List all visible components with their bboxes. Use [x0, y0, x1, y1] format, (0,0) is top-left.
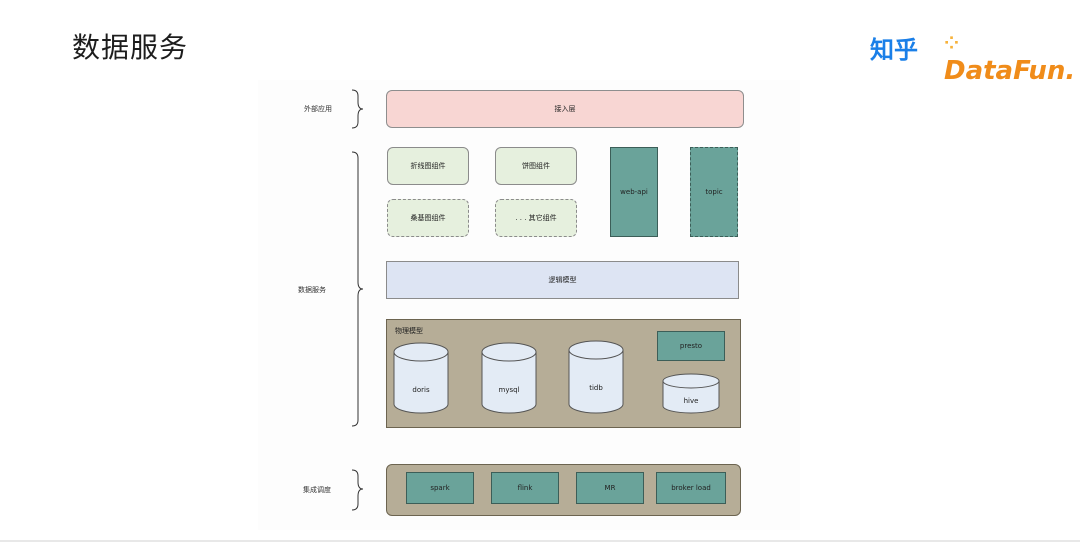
spark-job: spark — [406, 472, 474, 504]
datafun-logo-text: DataFun. — [944, 56, 1076, 86]
hive-label: hive — [683, 397, 699, 405]
topic-box: topic — [690, 147, 738, 237]
tidb-label: tidb — [589, 384, 603, 392]
bottom-divider — [0, 540, 1080, 542]
datafun-logo: ⁘DataFun. — [944, 26, 1080, 86]
external-brace — [351, 89, 364, 129]
access-layer-box: 接入层 — [386, 90, 744, 128]
layer-label-external: 外部应用 — [304, 105, 332, 113]
broker-load-job: broker load — [656, 472, 726, 504]
tidb-db-icon — [568, 340, 624, 414]
datafun-dots-icon: ⁘ — [944, 33, 960, 54]
sankey-chart-component: 桑基图组件 — [387, 199, 469, 237]
logic-model-box: 逻辑模型 — [386, 261, 739, 299]
doris-label: doris — [412, 386, 430, 394]
layer-label-data-service: 数据服务 — [298, 286, 326, 294]
line-chart-component: 折线图组件 — [387, 147, 469, 185]
presto-box: presto — [657, 331, 725, 361]
other-components: . . . 其它组件 — [495, 199, 577, 237]
mysql-db-icon — [481, 342, 537, 414]
physical-model-title: 物理模型 — [395, 327, 423, 335]
doris-db-icon — [393, 342, 449, 414]
pie-chart-component: 饼图组件 — [495, 147, 577, 185]
mysql-label: mysql — [498, 386, 520, 394]
mr-job: MR — [576, 472, 644, 504]
hive-db-icon — [662, 373, 720, 414]
layer-label-integration: 集成调度 — [303, 486, 331, 494]
zhihu-logo: 知乎 — [870, 36, 918, 64]
page-title: 数据服务 — [72, 31, 189, 64]
data-service-brace — [351, 151, 364, 427]
web-api-box: web-api — [610, 147, 658, 237]
integration-brace — [351, 469, 364, 511]
flink-job: flink — [491, 472, 559, 504]
